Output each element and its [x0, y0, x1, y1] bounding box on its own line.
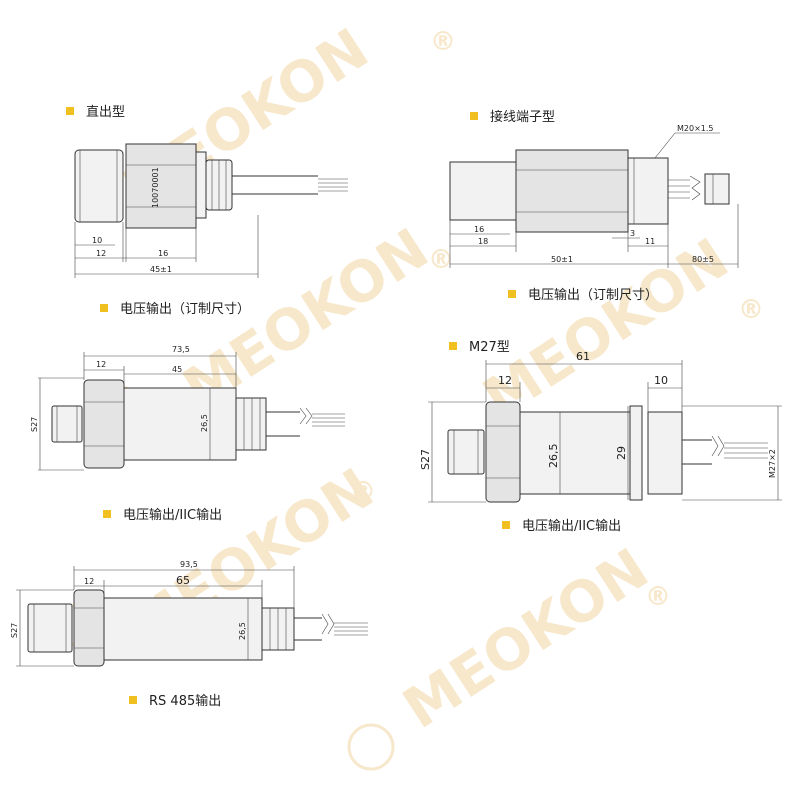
- watermark-registered: ®: [428, 245, 454, 275]
- dim-label: 29: [615, 446, 628, 460]
- hex-nut: [485, 401, 521, 503]
- bullet-icon: [508, 290, 516, 298]
- dim-label: 12: [498, 374, 512, 387]
- caption-voltage-custom-left: 电压输出（订制尺寸）: [100, 301, 250, 317]
- sensor-body: [123, 387, 237, 461]
- dim-label: 12: [96, 249, 106, 258]
- caption-voltage-iic-right: 电压输出/IIC输出: [502, 518, 621, 534]
- hex-body: [515, 149, 629, 233]
- hex-nut: [83, 379, 125, 469]
- bullet-icon: [470, 112, 478, 120]
- dim-label: 18: [478, 237, 488, 246]
- dim-label: 26,5: [200, 414, 209, 432]
- bullet-icon: [103, 510, 111, 518]
- neck: [195, 151, 207, 219]
- front-cap: [449, 161, 517, 221]
- section-title: 电压输出（订制尺寸）: [528, 287, 658, 303]
- dim-label: M27×2: [768, 449, 777, 478]
- dim-label: 11: [645, 237, 655, 246]
- dim-label: 16: [474, 225, 484, 234]
- threaded-port: [27, 603, 73, 653]
- watermark-registered: ®: [738, 295, 764, 325]
- watermark-registered: ®: [350, 477, 376, 507]
- section-title: RS 485输出: [149, 693, 221, 709]
- dim-label: 10: [654, 374, 668, 387]
- dim-label: 73,5: [172, 345, 190, 354]
- dimensions: 61 12 10 S27 26,5 29 M27×2: [419, 350, 782, 503]
- dim-label: 65: [176, 574, 190, 587]
- watermark-registered: ®: [430, 27, 456, 57]
- dim-label: S27: [419, 449, 432, 470]
- dim-label: 45: [172, 365, 182, 374]
- bullet-icon: [449, 342, 457, 350]
- body-mark: 10070001: [151, 167, 160, 208]
- dim-label: 61: [576, 350, 590, 363]
- cable: [232, 175, 318, 195]
- section-title: 直出型: [86, 105, 125, 120]
- bullet-icon: [100, 304, 108, 312]
- dimensions: 93,5 12 65 S27 26,5: [10, 560, 295, 667]
- hex-body: [125, 143, 197, 229]
- dim-label: 50±1: [551, 255, 573, 264]
- dim-label: 45±1: [150, 265, 172, 274]
- bullet-icon: [129, 696, 137, 704]
- sensor-body: [519, 411, 631, 495]
- section-m27: M27型 61 12: [419, 340, 782, 503]
- watermark-circle: [347, 723, 395, 771]
- dim-label: 12: [96, 360, 106, 369]
- dim-label: 16: [158, 249, 168, 258]
- sensor-body: [103, 597, 263, 661]
- dim-label: 12: [84, 577, 94, 586]
- thread-label: M20×1.5: [677, 124, 714, 133]
- dim-label: 26,5: [238, 622, 247, 640]
- section-title: 电压输出/IIC输出: [522, 518, 621, 534]
- dim-label: 26,5: [547, 444, 560, 469]
- dim-label: 3: [630, 229, 635, 238]
- threaded-port: [51, 405, 83, 443]
- hex-nut: [73, 589, 105, 667]
- terminal-plug: [704, 173, 730, 205]
- dim-label: 80±5: [692, 255, 714, 264]
- dim-label: 93,5: [180, 560, 198, 569]
- flange: [629, 405, 643, 501]
- watermark-brand: MEOKON: [392, 536, 660, 741]
- dimensions: 16 18 3 11 50±1 80±5: [449, 204, 739, 268]
- section-title: 接线端子型: [490, 109, 555, 125]
- cable-gland: [235, 397, 267, 451]
- section-rs485: 93,5 12 65 S27 26,5 RS 485输出: [10, 560, 368, 709]
- bullet-icon: [66, 107, 74, 115]
- section-title: M27型: [469, 340, 510, 355]
- section-straight: 直出型 10070001 10 12: [66, 105, 348, 278]
- dimensions: 10 12 16 45±1: [74, 215, 259, 278]
- caption-voltage-iic-left: 电压输出/IIC输出: [103, 507, 222, 523]
- watermark-registered: ®: [645, 582, 671, 612]
- section-voltage-custom-drawing: 73,5 12 45 S27 26,5: [30, 345, 345, 471]
- section-title: 电压输出（订制尺寸）: [120, 301, 250, 317]
- dim-label: S27: [10, 623, 19, 638]
- m27-plug: [647, 411, 683, 495]
- caption-voltage-custom-right: 电压输出（订制尺寸）: [508, 287, 658, 303]
- dim-label: 10: [92, 236, 102, 245]
- bullet-icon: [502, 521, 510, 529]
- front-cap: [74, 149, 124, 223]
- section-title: 电压输出/IIC输出: [123, 507, 222, 523]
- connector-body: [627, 157, 669, 225]
- dim-label: S27: [30, 417, 39, 432]
- threaded-port: [447, 429, 485, 475]
- section-terminal: 接线端子型 M20×1.5 16 18 3: [449, 109, 739, 268]
- dimensions: 73,5 12 45 S27 26,5: [30, 345, 237, 471]
